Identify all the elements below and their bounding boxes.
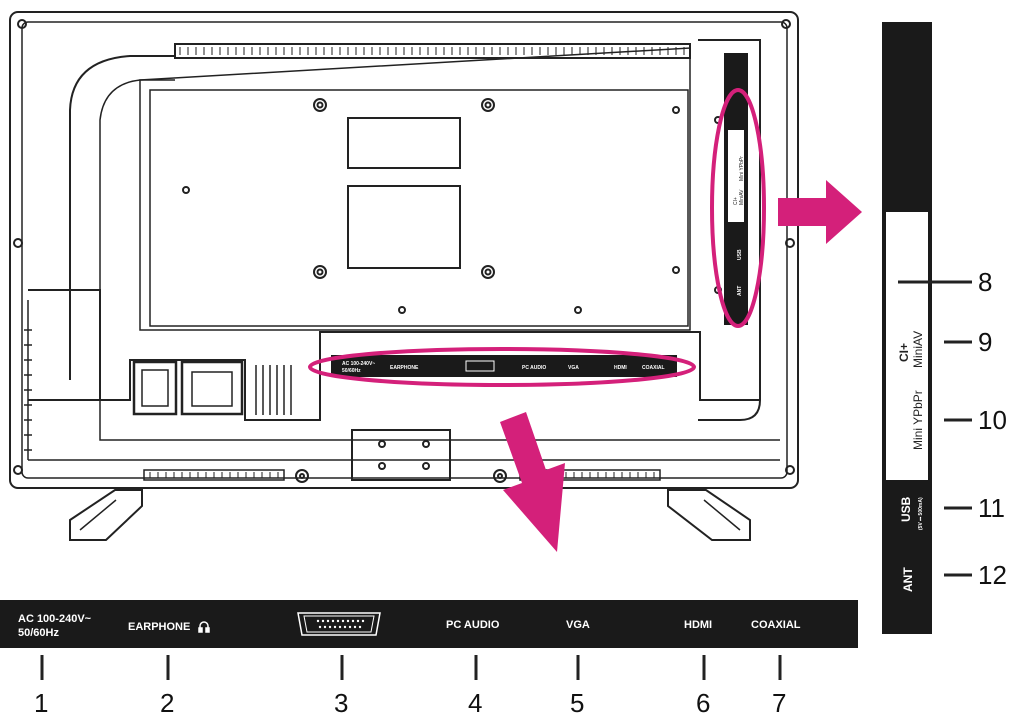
- bottom-number-4: 4: [468, 688, 482, 718]
- side-number-11: 11: [978, 493, 1005, 523]
- stand-neck: [351, 429, 451, 481]
- mini-label-hdmi: HDMI: [614, 365, 627, 371]
- vesa-screws: [313, 98, 495, 279]
- screw-icon: [672, 266, 680, 274]
- port-label-coaxial: COAXIAL: [751, 619, 801, 631]
- side-label-ypbpr: Mini YPbPr: [911, 390, 925, 450]
- left-edge-ribs: [24, 329, 32, 451]
- bottom-number-7: 7: [772, 688, 786, 718]
- bottom-number-5: 5: [570, 688, 584, 718]
- right-foot: [667, 489, 751, 541]
- tv-inner-frame: [21, 21, 788, 479]
- tv-outer-frame: [9, 11, 799, 489]
- port-label-pcaudio: PC AUDIO: [446, 619, 500, 631]
- power-socket-2: [180, 360, 244, 416]
- side-number-12: 12: [978, 560, 1007, 590]
- port-label-ac: AC 100-240V~: [18, 613, 92, 625]
- left-housing-curve-inner: [99, 79, 175, 380]
- vesa-plate-bottom: [347, 185, 461, 269]
- port-label-ac-hz: 50/60Hz: [18, 627, 59, 639]
- back-panel-inner: [149, 89, 689, 327]
- port-label-earphone: EARPHONE: [128, 621, 190, 633]
- power-socket: [132, 360, 178, 416]
- side-label-usb: USB: [899, 496, 913, 522]
- bottom-number-3: 3: [334, 688, 348, 718]
- screw-icon: [785, 238, 795, 248]
- side-number-10: 10: [978, 405, 1007, 435]
- screw-icon: [672, 106, 680, 114]
- tv-mini-labels: AC 100-240V~ 50/60Hz EARPHONE PC AUDIO V…: [342, 156, 745, 374]
- tv-side-strip-label-area: [728, 130, 744, 222]
- bottom-number-2: 2: [160, 688, 174, 718]
- mini-label-pcaudio: PC AUDIO: [522, 365, 546, 371]
- back-panel: [139, 47, 691, 331]
- left-foot: [69, 489, 143, 541]
- mini-label-coaxial: COAXIAL: [642, 365, 665, 371]
- mini-side-ant: ANT: [737, 286, 743, 296]
- mini-label-hz: 50/60Hz: [342, 368, 361, 374]
- port-label-hdmi: HDMI: [684, 619, 712, 631]
- bottom-port-highlight: [308, 347, 696, 387]
- side-leader-lines: [898, 280, 972, 577]
- mini-label-vga: VGA: [568, 365, 579, 371]
- side-port-highlight: [710, 88, 766, 328]
- bottom-connector-panel: AC 100-240V~ 50/60Hz EARPHONE PC AUDIO V…: [0, 600, 858, 718]
- side-label-usb-spec: (5V ⎓ 500mA): [918, 497, 924, 530]
- side-panel-slot-area: [886, 212, 928, 480]
- headphone-icon: [198, 621, 210, 633]
- arrow-to-bottom-panel: [500, 412, 565, 552]
- left-housing-curve: [69, 55, 175, 380]
- bottom-panel-body: [0, 600, 858, 648]
- highlights: [308, 88, 766, 387]
- port-label-vga: VGA: [566, 619, 590, 631]
- bottom-vent-left: [143, 469, 285, 481]
- tv-back-illustration: [9, 11, 799, 541]
- mini-side-miniav: MiniAV: [739, 189, 745, 205]
- side-label-ci: CI+: [897, 343, 911, 362]
- screw-icon: [398, 306, 406, 314]
- screw-icon: [785, 465, 795, 475]
- bottom-number-6: 6: [696, 688, 710, 718]
- side-label-miniav: MiniAV: [911, 331, 925, 368]
- side-number-8: 8: [978, 267, 992, 297]
- side-connector-panel: CI+ MiniAV Mini YPbPr USB (5V ⎓ 500mA) A…: [882, 22, 1007, 634]
- arrow-to-side-panel: [778, 180, 862, 244]
- side-label-ant: ANT: [901, 567, 915, 592]
- left-step: [28, 289, 101, 401]
- mini-label-earphone: EARPHONE: [390, 365, 419, 371]
- mini-side-ci: CI+: [733, 197, 739, 205]
- bottom-number-1: 1: [34, 688, 48, 718]
- screw-icon: [17, 19, 27, 29]
- screw-icon: [182, 186, 190, 194]
- vga-connector-icon: [297, 612, 381, 636]
- screw-icon: [781, 19, 791, 29]
- screw-icon: [574, 306, 582, 314]
- bottom-body: [100, 331, 760, 421]
- vesa-plate-top: [347, 117, 461, 169]
- mini-side-ypbpr: Mini YPbPr: [739, 156, 745, 181]
- side-number-9: 9: [978, 327, 992, 357]
- tv-mini-vga-icon: [465, 360, 495, 372]
- bottom-leader-lines: [40, 655, 782, 680]
- mini-label-ac: AC 100-240V~: [342, 361, 375, 367]
- screw-icon: [13, 238, 23, 248]
- screw-icon: [13, 465, 23, 475]
- top-vent-slots: [179, 47, 685, 55]
- mini-side-usb: USB: [737, 249, 743, 260]
- side-vents: [255, 365, 292, 415]
- tv-bottom-connector-strip: [331, 355, 677, 377]
